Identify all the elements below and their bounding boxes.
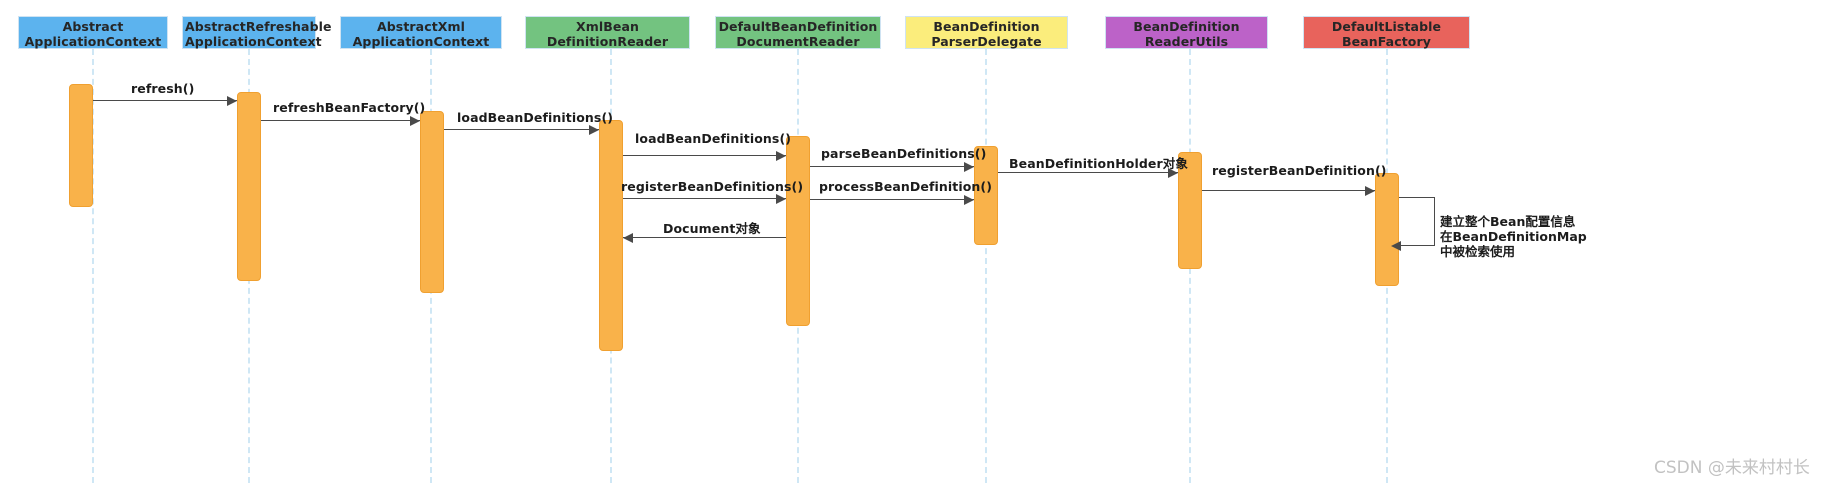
activation-bar-defaultBeanDefinitionDocumentReader (786, 136, 810, 326)
message-label-msg-parseBeanDefinitions: parseBeanDefinitions() (821, 146, 987, 161)
self-message-arrowhead (1391, 241, 1401, 251)
self-message-note-line: 建立整个Bean配置信息 (1440, 214, 1576, 229)
participant-label-line2: DefinitionReader (546, 33, 669, 49)
message-line-msg-registerBeanDefinition (1202, 190, 1375, 191)
message-line-msg-refreshBeanFactory (261, 120, 420, 121)
message-label-msg-refresh: refresh() (131, 81, 195, 96)
message-arrowhead-msg-registerBeanDefinition (1365, 186, 1375, 196)
watermark: CSDN @未来村村长 (1654, 458, 1810, 478)
activation-bar-abstractRefreshableApplicationContext (237, 92, 261, 281)
message-line-msg-processBeanDefinition (810, 199, 974, 200)
activation-bar-beanDefinitionReaderUtils (1178, 152, 1202, 269)
participant-label-line2: BeanFactory (1342, 33, 1431, 49)
activation-bar-beanDefinitionParserDelegate (974, 146, 998, 245)
message-arrowhead-msg-refreshBeanFactory (410, 116, 420, 126)
participant-label-line1: AbstractRefreshable (185, 19, 332, 34)
message-arrowhead-msg-loadBeanDefinitions-1 (589, 125, 599, 135)
participant-label-line2: ParserDelegate (931, 33, 1042, 49)
message-arrowhead-msg-processBeanDefinition (964, 195, 974, 205)
participant-label-line1: XmlBean (576, 19, 639, 34)
message-line-msg-loadBeanDefinitions-2 (623, 155, 786, 156)
activation-bar-defaultListableBeanFactory (1375, 173, 1399, 286)
message-label-msg-documentObject: Document对象 (663, 221, 761, 236)
participant-label-line2: ApplicationContext (352, 33, 490, 49)
message-line-msg-beanDefinitionHolder (998, 172, 1178, 173)
message-line-msg-registerBeanDefinitions (623, 198, 786, 199)
participant-label-line2: DocumentReader (736, 33, 860, 49)
activation-bar-abstractApplicationContext (69, 84, 93, 207)
message-label-msg-registerBeanDefinition: registerBeanDefinition() (1212, 163, 1387, 178)
message-label-msg-loadBeanDefinitions-1: loadBeanDefinitions() (457, 110, 614, 125)
message-arrowhead-msg-refresh (227, 96, 237, 106)
participant-label-line2: ApplicationContext (185, 33, 322, 49)
participant-label-line1: BeanDefinition (933, 19, 1040, 34)
participant-label-line1: AbstractXml (376, 19, 466, 34)
message-arrowhead-msg-loadBeanDefinitions-2 (776, 151, 786, 161)
self-message-note-line: 中被检索使用 (1440, 244, 1516, 259)
message-arrowhead-msg-registerBeanDefinitions (776, 194, 786, 204)
self-message-loop-defaultListableBeanFactory (1399, 197, 1435, 246)
lifeline-abstractApplicationContext (92, 49, 94, 483)
participant-label-line1: DefaultListable (1331, 19, 1442, 34)
self-message-note-line: 在BeanDefinitionMap (1440, 229, 1587, 244)
message-label-msg-beanDefinitionHolder: BeanDefinitionHolder对象 (1009, 156, 1188, 171)
participant-label-line1: BeanDefinition (1133, 19, 1240, 34)
message-arrowhead-msg-beanDefinitionHolder (1168, 168, 1178, 178)
activation-bar-abstractXmlApplicationContext (420, 111, 444, 293)
message-line-msg-loadBeanDefinitions-1 (444, 129, 599, 130)
participant-label-line1: Abstract (62, 19, 124, 34)
activation-bar-xmlBeanDefinitionReader (599, 120, 623, 351)
message-arrowhead-msg-documentObject (623, 233, 633, 243)
message-arrowhead-msg-parseBeanDefinitions (964, 162, 974, 172)
message-line-msg-refresh (93, 100, 237, 101)
participant-label-line1: DefaultBeanDefinition (718, 19, 878, 34)
message-line-msg-parseBeanDefinitions (810, 166, 974, 167)
message-line-msg-documentObject (623, 237, 786, 238)
participant-label-line2: ReaderUtils (1144, 33, 1229, 49)
message-label-msg-registerBeanDefinitions: registerBeanDefinitions() (621, 179, 804, 194)
message-label-msg-refreshBeanFactory: refreshBeanFactory() (273, 100, 426, 115)
lifeline-beanDefinitionParserDelegate (985, 49, 987, 483)
message-label-msg-loadBeanDefinitions-2: loadBeanDefinitions() (635, 131, 792, 146)
participant-label-line2: ApplicationContext (24, 33, 162, 49)
message-label-msg-processBeanDefinition: processBeanDefinition() (819, 179, 993, 194)
